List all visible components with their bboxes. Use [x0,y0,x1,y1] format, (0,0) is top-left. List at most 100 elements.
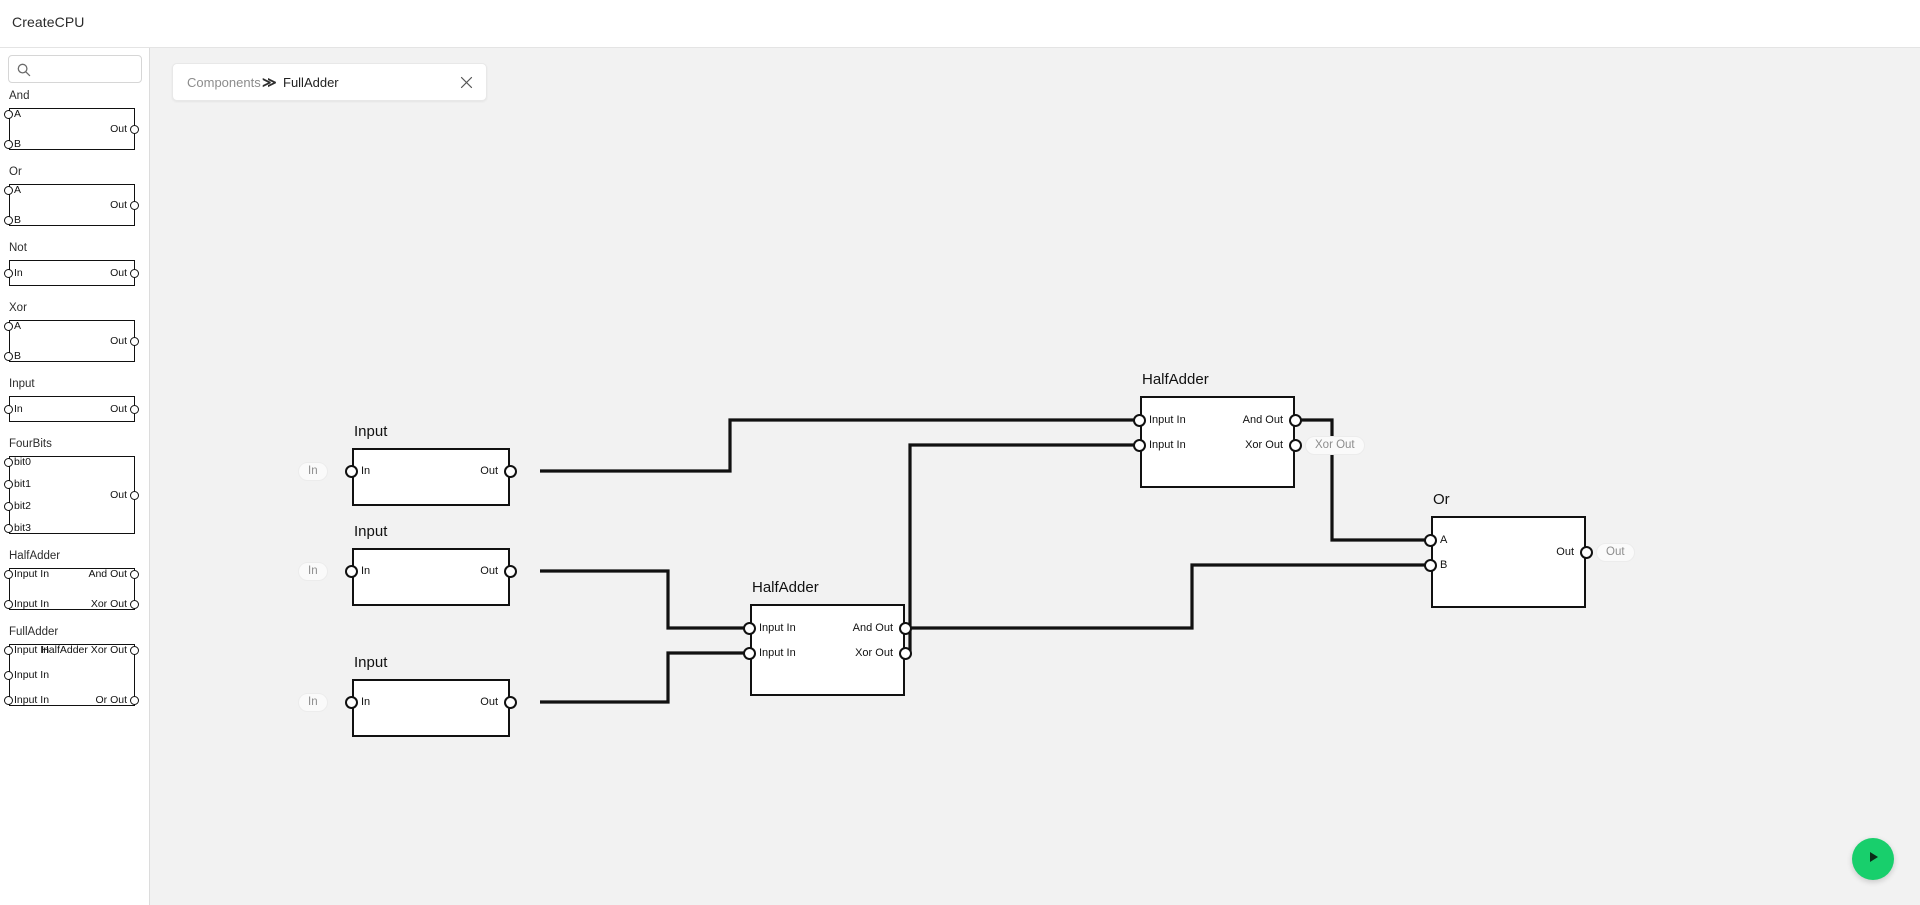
node-body[interactable] [352,548,510,606]
palette-input-port[interactable] [4,479,13,489]
palette-input-port[interactable] [4,321,13,331]
palette-input-port[interactable] [4,215,13,225]
palette-input-port[interactable] [4,670,13,680]
node-input-badge[interactable]: In [298,561,328,581]
palette-item-box[interactable] [9,108,135,150]
input-port[interactable] [743,646,756,660]
palette-output-port[interactable] [130,336,139,346]
palette-input-port[interactable] [4,501,13,511]
run-simulation-button[interactable] [1852,838,1894,880]
output-port-label: Xor Out [855,647,893,659]
palette-input-port[interactable] [4,268,13,278]
input-port-label: In [361,565,371,577]
palette-item-box[interactable] [9,644,135,706]
input-port[interactable] [345,464,358,478]
palette-input-port-label: A [14,184,22,196]
palette-output-port[interactable] [130,599,139,609]
input-port[interactable] [1133,438,1146,452]
output-port-label: Out [480,696,498,708]
tab-fulladder[interactable]: Components ≫ FullAdder [172,63,487,101]
search-input[interactable] [36,56,140,82]
node-input-badge[interactable]: In [298,461,328,481]
input-port[interactable] [345,564,358,578]
palette-output-port[interactable] [130,569,139,579]
input-port[interactable] [743,621,756,635]
palette-input-port[interactable] [4,645,13,655]
palette-output-port-label: And Out [88,568,127,580]
palette-input-port[interactable] [4,695,13,705]
palette-input-port-label: bit2 [14,500,31,512]
node-output-badge[interactable]: Out [1596,542,1635,562]
palette-input-port-label: B [14,214,22,226]
output-port[interactable] [1580,545,1593,559]
palette-item-box[interactable] [9,320,135,362]
palette-input-port-label: A [14,108,22,120]
palette-output-port-label: Xor Out [90,598,127,610]
palette-input-port[interactable] [4,523,13,533]
palette-item-label: And [9,90,30,102]
palette-output-port[interactable] [130,645,139,655]
output-port[interactable] [504,564,517,578]
palette-input-port[interactable] [4,457,13,467]
search-box[interactable] [8,55,142,83]
output-port[interactable] [504,695,517,709]
palette-input-port-label: bit3 [14,522,31,534]
palette-item-box[interactable] [9,396,135,422]
palette-output-port-label: Out [110,123,127,135]
palette-input-port-label: B [14,350,22,362]
play-icon [1866,849,1881,870]
palette-input-port[interactable] [4,139,13,149]
node-output-badge[interactable]: Xor Out [1305,435,1365,455]
breadcrumb-leaf: FullAdder [283,75,339,90]
palette-item-box[interactable] [9,456,135,534]
palette-input-port[interactable] [4,109,13,119]
output-port[interactable] [1289,413,1302,427]
node-body[interactable] [1431,516,1586,608]
palette-input-port-label: B [14,138,22,150]
palette-input-port[interactable] [4,404,13,414]
input-port[interactable] [1424,558,1437,572]
palette-output-port-label: Out [110,335,127,347]
node-body[interactable] [750,604,905,696]
palette-input-port[interactable] [4,351,13,361]
palette-output-port[interactable] [130,200,139,210]
palette-output-port[interactable] [130,268,139,278]
input-port[interactable] [1424,533,1437,547]
node-body[interactable] [352,448,510,506]
palette-output-port[interactable] [130,695,139,705]
palette-input-port[interactable] [4,185,13,195]
node-input-badge[interactable]: In [298,692,328,712]
palette-output-port[interactable] [130,124,139,134]
node-body[interactable] [352,679,510,737]
palette-input-port-label: In [14,403,23,415]
palette-input-port[interactable] [4,599,13,609]
palette-output-port[interactable] [130,404,139,414]
palette-item-label: Not [9,242,27,254]
output-port-label: Xor Out [1245,439,1283,451]
tab-strip: Components ≫ FullAdder [150,48,1920,103]
palette-output-port[interactable] [130,490,139,500]
output-port-label: Out [1556,546,1574,558]
palette-input-port[interactable] [4,569,13,579]
palette-output-port-label: Or Out [95,694,127,706]
input-port[interactable] [1133,413,1146,427]
close-icon[interactable] [458,74,475,91]
output-port[interactable] [899,621,912,635]
output-port[interactable] [1289,438,1302,452]
palette-item-box[interactable] [9,568,135,610]
breadcrumb-root[interactable]: Components [187,75,261,90]
node-title: Input [354,654,388,671]
input-port[interactable] [345,695,358,709]
output-port[interactable] [899,646,912,660]
palette-item-box[interactable] [9,184,135,226]
output-port[interactable] [504,464,517,478]
canvas-area[interactable]: Components ≫ FullAdder [150,48,1920,905]
